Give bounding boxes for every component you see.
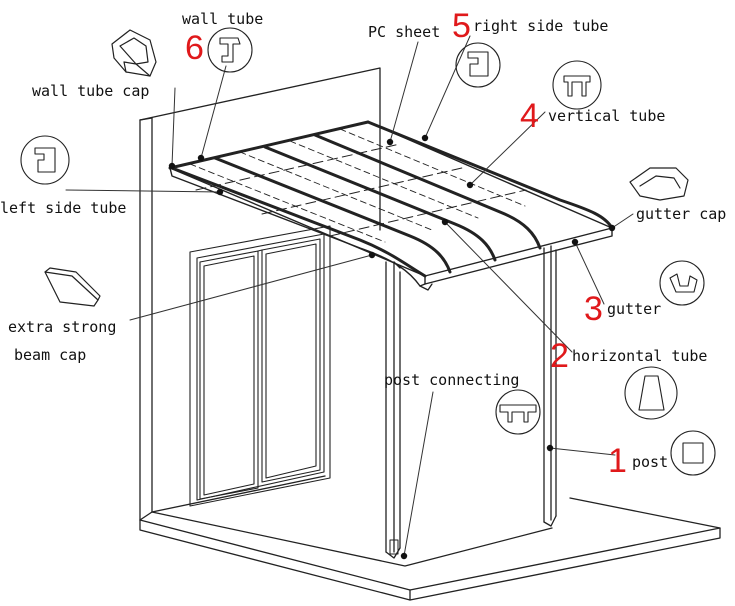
front-post [385,261,401,559]
label-wall-tube-cap: wall tube cap [32,82,150,100]
number-5: 5 [452,7,471,45]
number-1: 1 [608,442,627,480]
floor-slab [139,497,721,601]
right-post [543,245,557,527]
label-beam-cap: beam cap [14,346,87,364]
leader-lines [65,35,634,557]
label-horizontal-tube: horizontal tube [572,347,708,365]
label-left-side-tube: left side tube [0,199,127,217]
label-post: post [632,453,669,471]
sliding-door [189,225,331,507]
number-4: 4 [520,97,539,135]
label-wall-tube: wall tube [182,10,264,28]
label-extra-strong: extra strong [8,318,117,336]
number-6: 6 [185,29,204,67]
house-wall [139,67,381,521]
profile-thumbnails [20,27,716,476]
label-pc-sheet: PC sheet [368,23,441,41]
part-sketches [44,29,689,307]
label-right-side-tube: right side tube [473,17,609,35]
number-2: 2 [550,337,569,375]
number-3: 3 [584,290,603,328]
label-post-connecting: post connecting [384,371,520,389]
label-vertical-tube: vertical tube [548,107,666,125]
roof [168,120,614,291]
label-gutter-cap: gutter cap [636,205,727,223]
connection-dots [168,134,616,560]
label-gutter: gutter [607,300,662,318]
